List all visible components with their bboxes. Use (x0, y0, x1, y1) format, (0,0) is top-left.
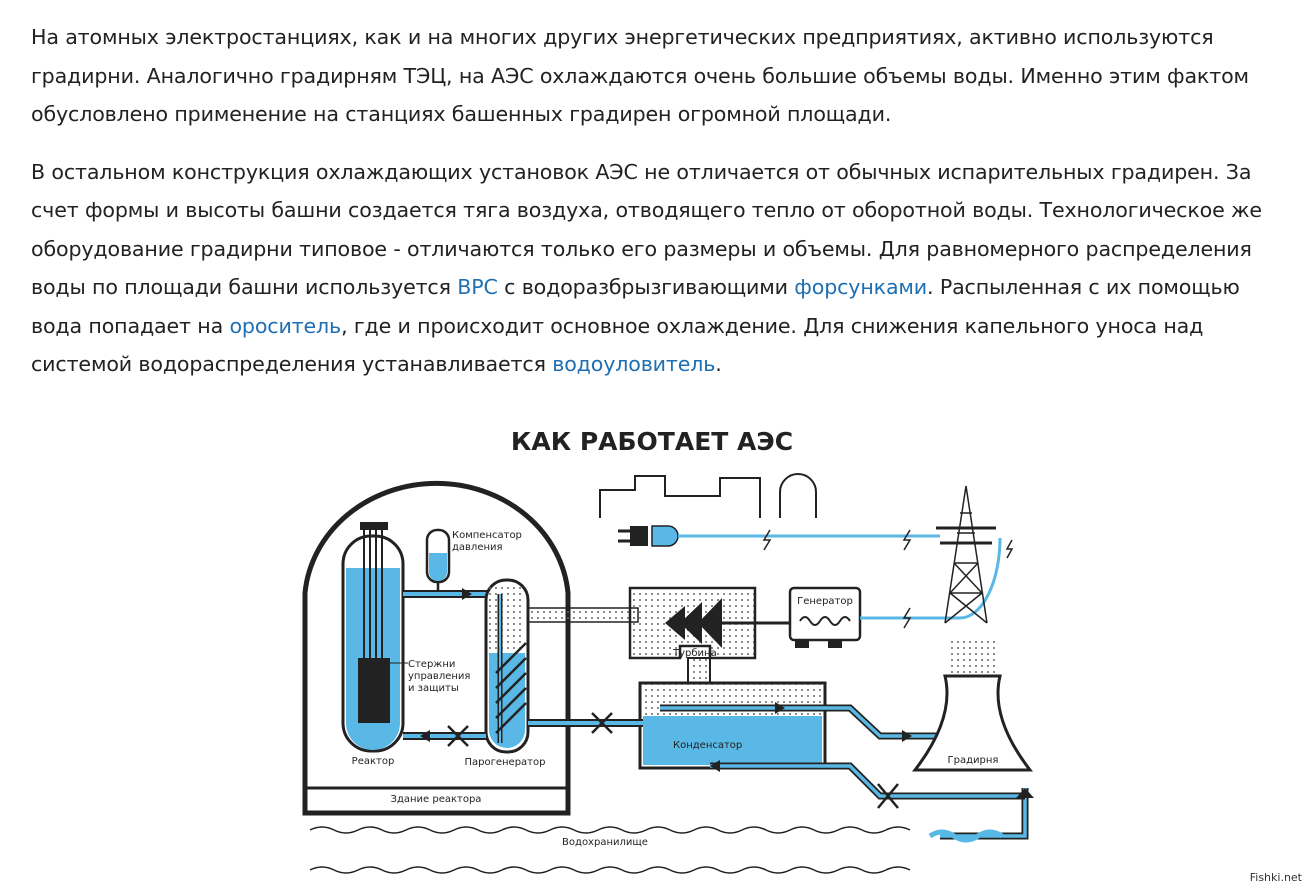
reactor-label: Реактор (352, 756, 395, 767)
rods-label-3: и защиты (408, 683, 459, 694)
reactor-building-outline (302, 481, 571, 816)
reservoir-label: Водохранилище (562, 837, 648, 848)
generator-coil-icon (799, 616, 851, 626)
pressurizer-label-2: давления (452, 542, 503, 553)
text-segment: . (715, 352, 722, 376)
lightning-icon (762, 529, 772, 551)
rods-label-2: управления (408, 671, 470, 682)
reactor-rods-head (360, 522, 388, 530)
link-drift-eliminator[interactable]: водоуловитель (552, 352, 716, 376)
reservoir-waves (309, 826, 911, 834)
cooling-tower-label: Градирня (948, 755, 999, 766)
plug-icon (630, 526, 648, 546)
cooling-water-cold (710, 764, 1025, 798)
plant-silhouette (599, 475, 761, 518)
text-segment: с водоразбрызгивающими (497, 275, 795, 299)
npp-diagram: КАК РАБОТАЕТ АЭС Здание реактора Реактор… (302, 427, 1034, 874)
reservoir-intake (940, 788, 1027, 838)
text-segment: В остальном конструкция охлаждающих уста… (31, 159, 1262, 300)
link-nozzles[interactable]: форсунками (794, 275, 928, 299)
cooling-tower (911, 674, 1034, 772)
text-segment: , где и происходит основное охлаждение. … (31, 313, 1204, 377)
steam-line (527, 607, 639, 623)
turbine-blade-3 (698, 598, 722, 648)
diagram-title: КАК РАБОТАЕТ АЭС (511, 427, 793, 456)
generator-label: Генератор (797, 596, 853, 607)
generator-output-line (860, 537, 1002, 620)
watermark: Fishki.net (1249, 871, 1302, 884)
npp-diagram-figure: КАК РАБОТАЕТ АЭС Здание реактора Реактор… (290, 418, 1050, 888)
control-rods (358, 658, 390, 723)
cooling-tower-steam (949, 640, 997, 676)
steam-generator-label: Парогенератор (465, 757, 546, 768)
paragraph-intro: На атомных электростанциях, как и на мно… (31, 25, 1249, 126)
lightning-icon (1005, 539, 1014, 559)
link-sprinkler[interactable]: ороситель (229, 313, 342, 338)
rods-label-1: Стержни (408, 659, 455, 670)
turbine-blade-1 (665, 606, 685, 640)
socket-icon (651, 525, 679, 547)
link-vrs[interactable]: ВРС (457, 275, 498, 299)
text-segment: . Распыленная с их помощью вода попадает… (31, 275, 1240, 338)
condenser-label: Конденсатор (673, 740, 742, 751)
turbine-label: Турбина (672, 648, 717, 659)
lightning-icon (902, 607, 912, 629)
generator (788, 586, 862, 642)
cooling-water-hot (660, 706, 950, 738)
lightning-icon (902, 529, 912, 551)
transmission-tower-icon (944, 485, 988, 624)
turbine-blade-2 (680, 602, 702, 644)
reactor-building-label: Здание реактора (391, 794, 482, 805)
article-body: На атомных электростанциях, как и на мно… (31, 18, 1293, 384)
paragraph-details: В остальном конструкция охлаждающих уста… (31, 153, 1293, 384)
pressurizer-label-1: Компенсатор (452, 530, 522, 541)
